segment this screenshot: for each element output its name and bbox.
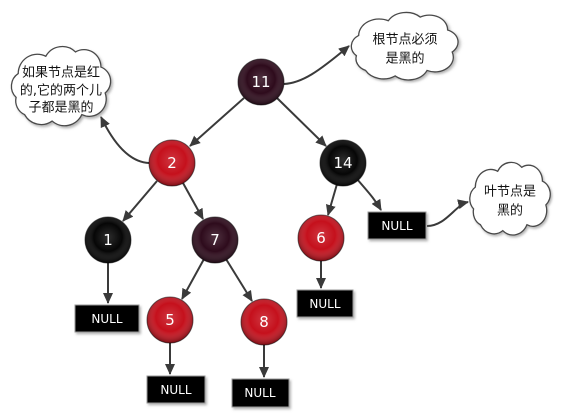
tree-node-6: 6 [297, 214, 345, 262]
edge-7-to-5 [181, 258, 205, 300]
arrow-null-to-note [426, 199, 469, 227]
tree-node-5: 5 [146, 296, 194, 344]
null-leaf-label: NULL [244, 386, 275, 400]
note-red-children-black: 如果节点是红 的,它的两个儿 子都是黑的 [11, 47, 110, 126]
edge-11-to-14 [276, 97, 327, 147]
edge-2-to-7 [182, 182, 204, 220]
null-leaf-label: NULL [91, 312, 122, 326]
tree-node-8: 8 [240, 298, 288, 346]
null-leaf-under-5: NULL [146, 375, 206, 404]
note-leaves-black: 叶节点是 黑的 [470, 162, 550, 235]
note-line: 的,它的两个儿 [20, 83, 102, 99]
node-value: 14 [333, 154, 352, 172]
null-leaf-under-1: NULL [74, 304, 140, 333]
cloud-callout [470, 162, 550, 235]
edge-2-to-1 [122, 180, 158, 222]
cloud-callout [351, 12, 458, 79]
null-leaf-box [231, 378, 290, 408]
note-root-black: 根节点必须 是黑的 [351, 12, 458, 79]
node-value: 6 [316, 229, 326, 247]
note-line: 黑的 [497, 203, 523, 219]
null-leaf-box [296, 289, 354, 318]
arrow-red-node-to-note [100, 116, 150, 164]
tree-node-2: 2 [148, 139, 196, 187]
null-leaf-under-14: NULL [367, 211, 427, 240]
note-line: 是黑的 [385, 51, 424, 67]
edge-14-to-6 [325, 183, 338, 216]
edge-7-to-8 [225, 258, 253, 302]
null-leaf-label: NULL [309, 297, 340, 311]
edge-14-to-null [356, 178, 382, 211]
node-value: 5 [165, 311, 175, 329]
note-line: 叶节点是 [484, 185, 536, 200]
arrow-root-to-note [283, 45, 350, 85]
null-leaf-box [74, 304, 140, 333]
null-leaf-under-8: NULL [231, 378, 290, 408]
tree-node-14: 14 [319, 139, 367, 187]
tree-node-11: 11 [237, 58, 285, 106]
node-value: 11 [251, 73, 270, 91]
node-value: 7 [210, 231, 220, 249]
cloud-callout [11, 47, 110, 126]
note-line: 如果节点是红 [22, 65, 100, 81]
null-leaf-under-6: NULL [296, 289, 354, 318]
null-leaf-label: NULL [381, 219, 412, 233]
null-leaf-label: NULL [160, 383, 191, 397]
tree-node-7: 7 [191, 216, 239, 264]
tree-node-1: 1 [84, 216, 132, 264]
note-line: 根节点必须 [372, 33, 437, 48]
edge-11-to-2 [189, 97, 245, 147]
note-line: 子都是黑的 [28, 100, 93, 116]
node-value: 1 [103, 231, 113, 249]
null-leaf-box [367, 211, 427, 240]
node-value: 8 [259, 313, 269, 331]
node-value: 2 [167, 154, 177, 172]
null-leaf-box [146, 375, 206, 404]
